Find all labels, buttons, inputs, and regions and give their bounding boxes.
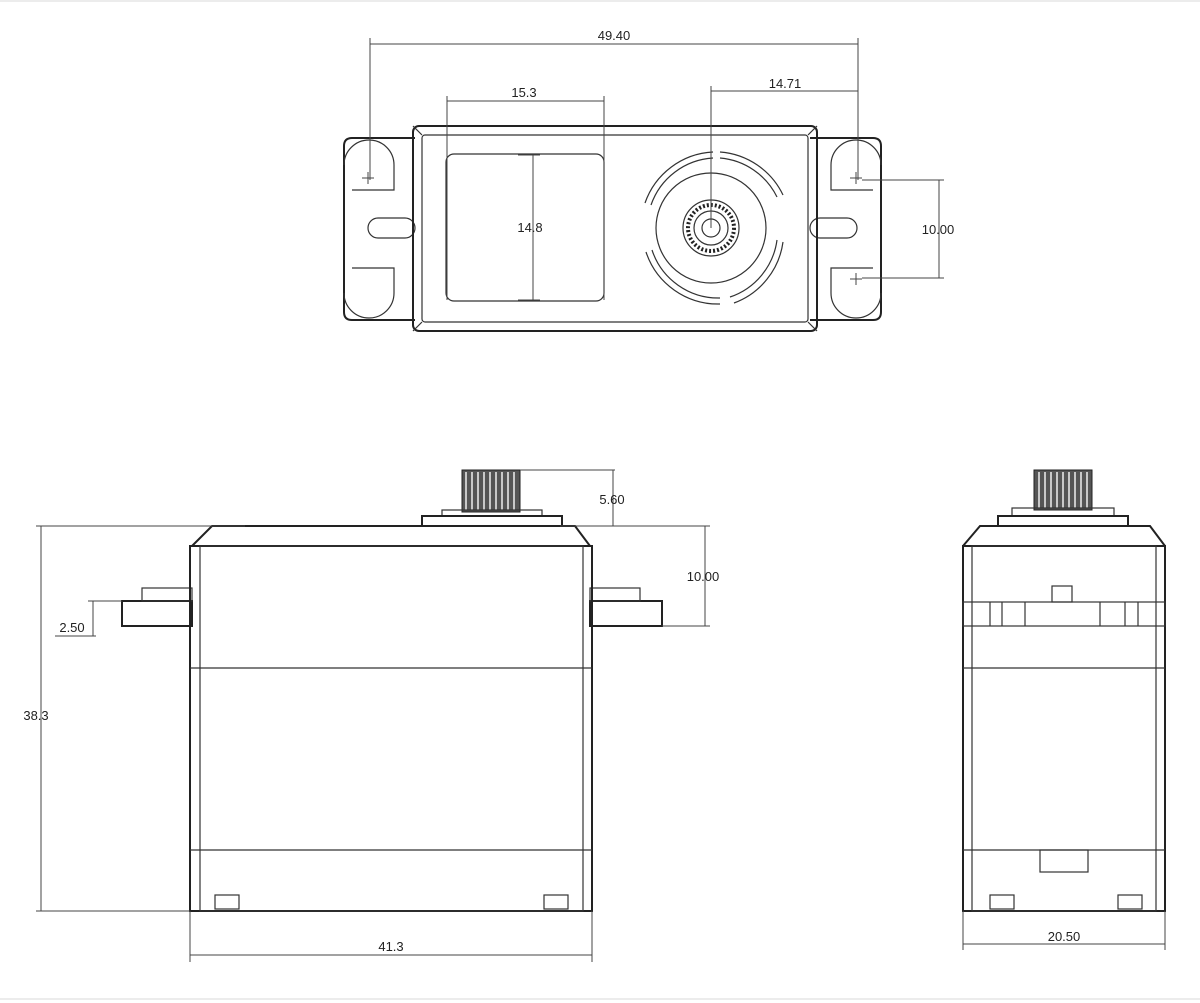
front-top-cover (191, 525, 591, 547)
side-top-cover (962, 525, 1166, 547)
top-body-outline (412, 125, 818, 332)
left-center-slot (367, 217, 416, 239)
side-flange-band (962, 601, 1166, 627)
dim-body-depth-label: 20.50 (1048, 929, 1081, 944)
front-right-foot (543, 894, 569, 910)
dim-window-width-label: 15.3 (511, 85, 536, 100)
output-shaft (644, 151, 784, 305)
side-right-foot (1117, 894, 1143, 910)
dim-flange-thickness-label: 2.50 (59, 620, 84, 635)
left-lower-slot (343, 267, 395, 319)
dim-window-height-label: 14.8 (517, 220, 542, 235)
dim-overall-height-label: 38.3 (23, 708, 48, 723)
top-body-inner (421, 134, 809, 323)
front-left-foot (214, 894, 240, 910)
left-upper-slot (343, 139, 395, 191)
dim-overall-length-label: 49.40 (598, 28, 631, 43)
front-body-outline (189, 545, 593, 912)
front-top-boss (421, 515, 563, 526)
right-lower-slot (830, 267, 882, 319)
front-spline (461, 469, 521, 513)
dim-spline-height-label: 5.60 (599, 492, 624, 507)
dim-hole-spacing-label: 10.00 (922, 222, 955, 237)
front-view: 5.60 10.00 2.50 38.3 41.3 (23, 469, 720, 962)
right-center-slot (809, 217, 858, 239)
right-mount-ear (810, 137, 882, 321)
side-spline (1033, 469, 1093, 511)
front-right-flange (589, 600, 663, 627)
dim-body-width-label: 41.3 (378, 939, 403, 954)
side-top-boss (997, 515, 1129, 526)
front-left-flange (121, 600, 193, 627)
side-connector (1039, 849, 1089, 873)
side-left-foot (989, 894, 1015, 910)
side-body-outline (962, 545, 1166, 912)
top-view: 49.40 15.3 14.8 14.71 10.00 (343, 28, 955, 332)
side-top-tab (1051, 585, 1073, 603)
dim-flange-to-top-label: 10.00 (687, 569, 720, 584)
right-upper-slot (830, 139, 882, 191)
dim-shaft-offset-label: 14.71 (769, 76, 802, 91)
left-mount-ear (343, 137, 415, 321)
side-view: 20.50 (962, 469, 1166, 950)
